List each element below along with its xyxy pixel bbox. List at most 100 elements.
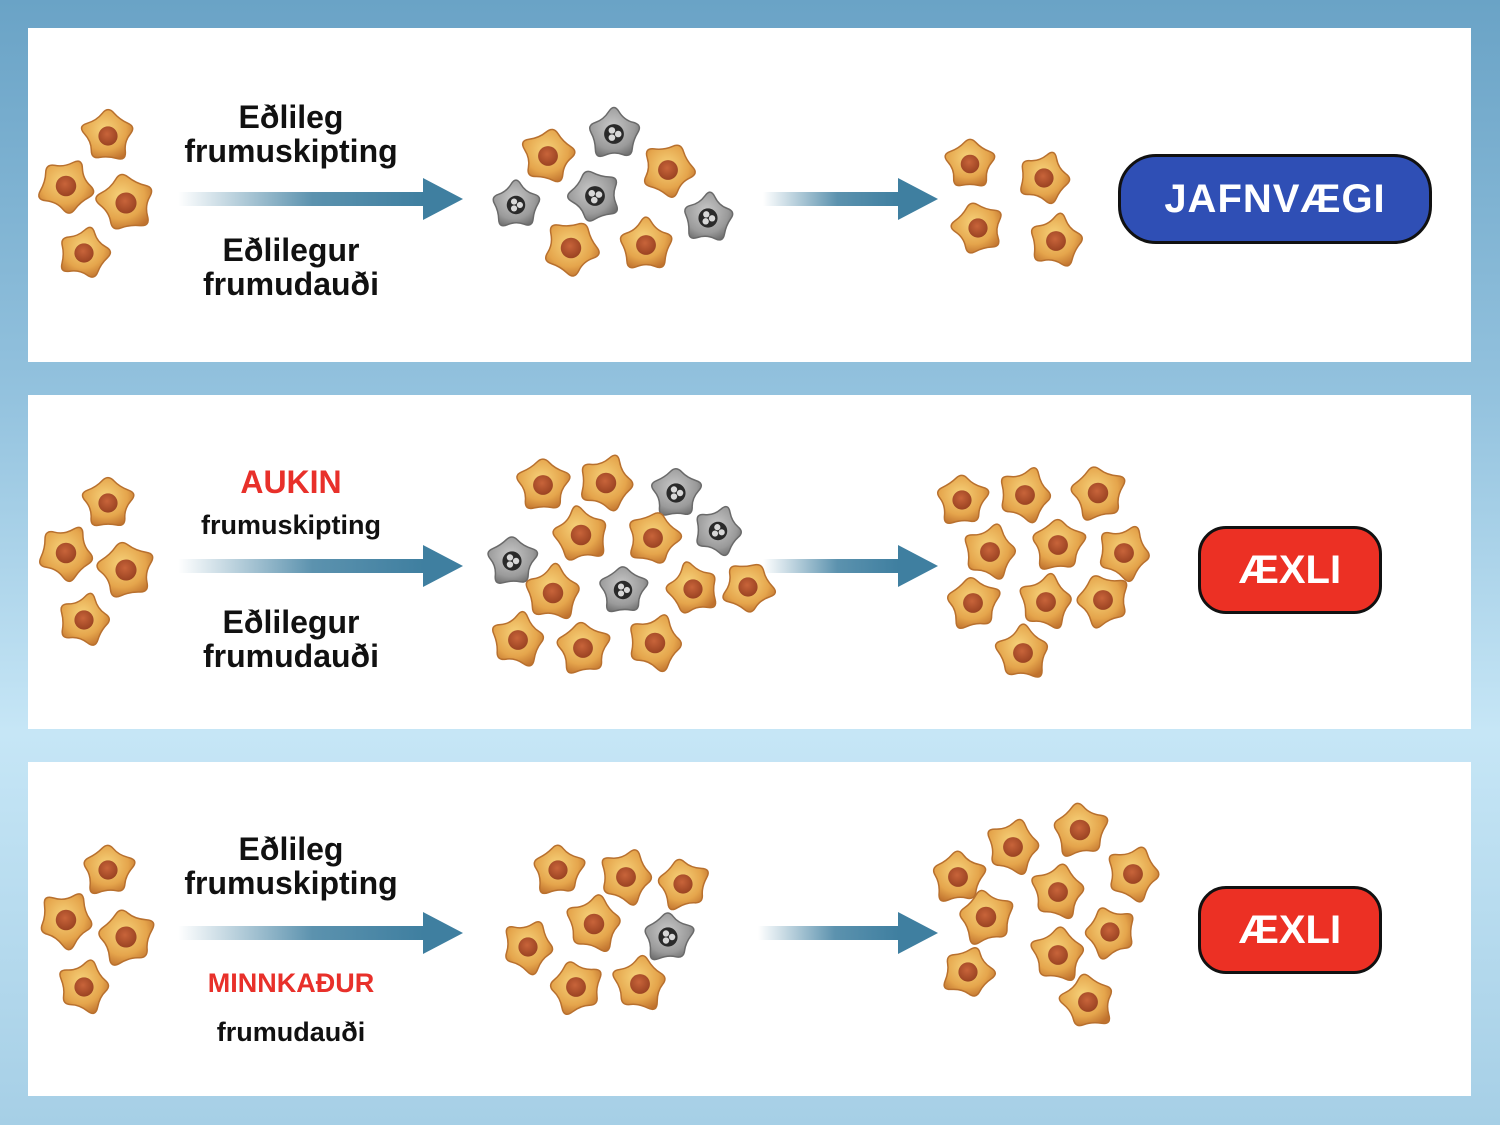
cell (533, 844, 586, 895)
panel-2-graphics (38, 454, 1150, 678)
cell (40, 893, 93, 951)
cell (60, 226, 112, 278)
cell (38, 526, 94, 583)
dying-cell (684, 191, 734, 241)
result-badge-balance: JAFNVÆGI (1118, 154, 1432, 244)
cell (1020, 151, 1071, 205)
cell (80, 108, 134, 160)
dying-cell (599, 566, 649, 613)
label-division-2: frumuskipting (201, 510, 381, 540)
label-decreased-highlight: MINNKAÐUR (207, 968, 375, 998)
cell (549, 961, 602, 1016)
cell (544, 222, 600, 277)
cell (665, 561, 717, 614)
panel-1-graphics (38, 106, 1083, 278)
label-increased-highlight: AUKIN (240, 464, 342, 500)
cell (1108, 846, 1160, 903)
dying-cell (589, 106, 641, 158)
label-death-3: frumudauði (216, 1017, 366, 1047)
cell (1030, 212, 1083, 267)
cell (950, 202, 1002, 254)
cell (83, 844, 136, 895)
cell (38, 160, 95, 214)
cell (643, 144, 696, 198)
cells-start-2 (38, 476, 154, 646)
cell (943, 947, 997, 997)
arrow-3a (178, 912, 463, 954)
cell (1000, 467, 1052, 524)
cell (629, 512, 683, 564)
cell (1084, 907, 1134, 960)
cell (959, 889, 1014, 945)
cell (525, 562, 580, 620)
cells-end-3 (932, 802, 1160, 1027)
cell (722, 563, 777, 613)
cell (59, 959, 110, 1015)
label-line: Eðlilegur (222, 232, 360, 268)
cell (612, 954, 666, 1011)
label-normal-division-1: Eðlileg frumuskipting (141, 100, 441, 168)
dying-cell (566, 170, 619, 222)
cell (1053, 802, 1109, 857)
cell (1019, 572, 1072, 629)
label-normal-death-1: Eðlilegur frumudauði (141, 233, 441, 301)
label-line: Eðlileg (238, 99, 344, 135)
cell (552, 505, 607, 561)
label-line: frumuskipting (184, 865, 398, 901)
arrow-2b (763, 545, 938, 587)
arrow-3b (758, 912, 938, 954)
cell (1070, 466, 1126, 521)
label-line: Eðlilegur (222, 604, 360, 640)
cell (516, 458, 571, 510)
cells-end-2 (937, 466, 1150, 678)
cell (556, 621, 611, 674)
label-line: Eðlileg (238, 831, 344, 867)
cell (937, 474, 990, 525)
arrow-1b (763, 178, 938, 220)
cell (1032, 518, 1087, 570)
cell (601, 849, 653, 906)
cell (95, 173, 153, 230)
cell (1076, 575, 1128, 629)
cell (932, 850, 987, 902)
cell (947, 576, 1001, 630)
label-line: frumuskipting (184, 133, 398, 169)
cells-start-1 (38, 108, 153, 278)
cell (964, 523, 1017, 580)
cell (1058, 973, 1113, 1027)
cell (581, 454, 634, 512)
cell (98, 909, 155, 966)
cell (1030, 926, 1085, 982)
cell (1099, 525, 1150, 583)
label-normal-death-2: Eðlilegur frumudauði (141, 605, 441, 673)
cell (491, 610, 545, 667)
cells-mid-2 (487, 454, 777, 674)
dying-cell (644, 912, 695, 961)
cell (505, 921, 554, 976)
cell (566, 894, 621, 952)
cell (81, 476, 135, 527)
cell (619, 216, 673, 269)
label-line: frumudauði (203, 266, 379, 302)
cell (96, 541, 154, 598)
cell (630, 614, 682, 673)
arrow-1a (178, 178, 463, 220)
cell (994, 623, 1049, 678)
cells-start-3 (40, 844, 155, 1015)
cell (657, 858, 709, 911)
cells-mid-1 (492, 106, 734, 277)
cells-mid-3 (505, 844, 709, 1016)
result-badge-tumor-3: ÆXLI (1198, 886, 1382, 974)
panel-normal-balance: Eðlileg frumuskipting Eðlilegur frumudau… (28, 28, 1471, 362)
cell (1031, 863, 1085, 920)
label-line: frumudauði (203, 638, 379, 674)
dying-cell (487, 536, 539, 584)
label-normal-division-3: Eðlileg frumuskipting (141, 832, 441, 900)
cell (987, 818, 1040, 875)
panel-increased-division: AUKIN frumuskipting Eðlilegur frumudauði… (28, 395, 1471, 729)
cell (521, 128, 576, 183)
result-badge-tumor-2: ÆXLI (1198, 526, 1382, 614)
dying-cell (696, 505, 742, 557)
arrow-2a (178, 545, 463, 587)
cells-end-1 (944, 138, 1083, 267)
